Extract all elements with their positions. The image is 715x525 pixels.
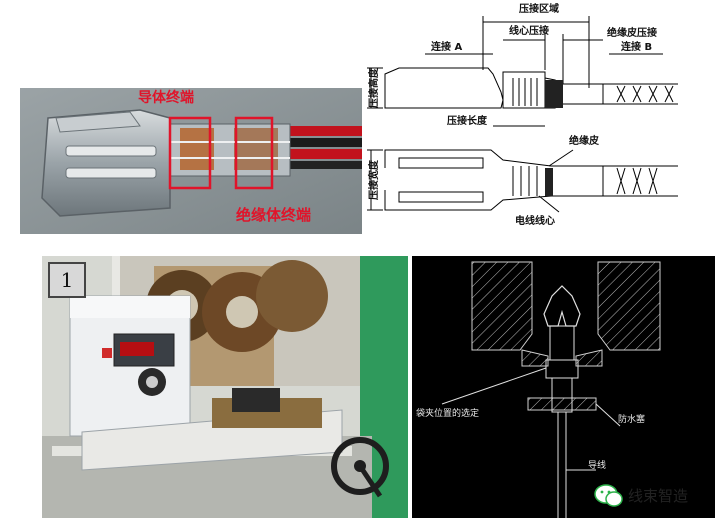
crimp-diagram: 压接区域 线心压接 绝缘皮压接 连接 A 连接 B 压接长度 绝缘皮 电线线心 …	[363, 0, 715, 232]
label-connect-a: 连接 A	[431, 40, 462, 53]
terminal-photo-image: 导体终端 绝缘体终端	[20, 88, 362, 234]
label-crimp-width: 压接宽度	[367, 159, 380, 200]
crimp-diagram-svg: 压接区域 线心压接 绝缘皮压接 连接 A 连接 B 压接长度 绝缘皮 电线线心 …	[367, 2, 678, 227]
insulation-highlight-box	[234, 116, 274, 190]
terminal-body	[41, 109, 171, 217]
red-wire	[282, 126, 362, 136]
watermark-text: 线束智造	[628, 487, 688, 505]
label-insulation-terminal: 绝缘体终端	[236, 206, 311, 224]
handwheel	[331, 437, 389, 495]
label-wire-core: 电线线心	[515, 214, 555, 227]
wechat-icon	[594, 484, 623, 507]
label-insulation-crimp: 绝缘皮压接	[607, 26, 657, 39]
black-wire	[282, 138, 362, 147]
terminal-photo: 导体终端 绝缘体终端	[20, 88, 362, 234]
label-core-crimp: 线心压接	[509, 24, 549, 37]
watermark: 线束智造	[592, 478, 712, 512]
photo-number-badge: 1	[48, 262, 86, 298]
label-crimp-zone: 压接区域	[519, 2, 559, 15]
label-connect-b: 连接 B	[621, 40, 652, 53]
copper-strands	[180, 128, 214, 170]
machine-photo: 1	[42, 256, 408, 518]
waterproof-seal	[527, 397, 597, 411]
right-die	[597, 261, 661, 351]
cad-drawing-svg: 袋夹位置的选定 防水塞 导线	[416, 261, 661, 518]
conductor-highlight-box	[168, 116, 212, 190]
left-die	[471, 261, 533, 351]
label-waterproof-seal: 防水塞	[618, 413, 645, 425]
insulation-crimp-region	[545, 80, 563, 108]
label-wire: 导线	[588, 459, 606, 471]
label-crimp-height: 压接高度	[367, 67, 380, 108]
cad-drawing: 袋夹位置的选定 防水塞 导线	[412, 256, 715, 518]
label-insulation: 绝缘皮	[569, 134, 599, 147]
label-crimp-length: 压接长度	[447, 114, 488, 127]
machine-photo-image	[42, 256, 408, 518]
label-clamp-position: 袋夹位置的选定	[416, 407, 479, 419]
label-conductor-terminal: 导体终端	[138, 89, 194, 106]
